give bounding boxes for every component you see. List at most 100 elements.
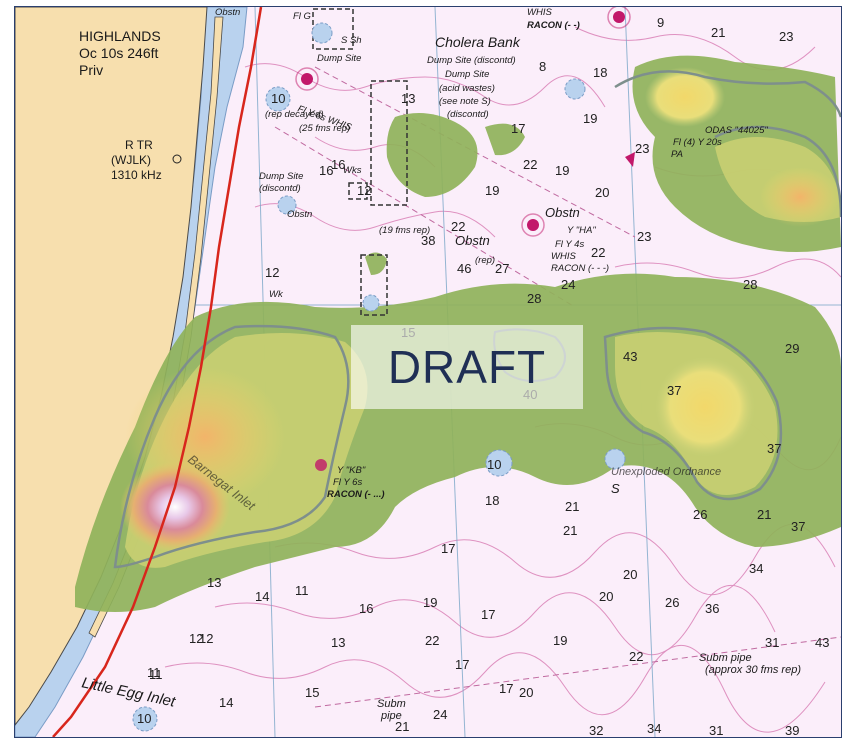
station-callsign-label: (WJLK) [111, 153, 151, 167]
fl-y-20s-label: Fl (4) Y 20s [673, 137, 722, 148]
nautical-chart-map[interactable]: HIGHLANDS Oc 10s 246ft Priv R TR (WJLK) … [15, 7, 841, 737]
sounding: 23 [635, 141, 649, 156]
sounding: 22 [629, 649, 643, 664]
sounding: 21 [757, 507, 771, 522]
sounding: 27 [495, 261, 509, 276]
sounding: 36 [705, 601, 719, 616]
whis-top-label: WHIS [527, 7, 552, 18]
draft-watermark: DRAFT [351, 325, 583, 409]
pa-label: PA [671, 149, 683, 160]
sounding: 37 [767, 441, 781, 456]
sounding: 21 [395, 719, 409, 734]
acid-wastes-label: (acid wastes) [439, 83, 495, 94]
priv-label: Priv [79, 62, 103, 78]
sounding: 19 [423, 595, 437, 610]
sounding: 11 [149, 667, 163, 682]
sounding: 10 [137, 711, 151, 726]
sounding: 22 [591, 245, 605, 260]
sounding: 10 [487, 457, 501, 472]
sounding: 37 [791, 519, 805, 534]
sounding: 17 [511, 121, 525, 136]
sounding: 23 [779, 29, 793, 44]
sounding: 26 [665, 595, 679, 610]
sounding: 15 [305, 685, 319, 700]
heatmap-contour-northeast [614, 70, 841, 218]
fms-rep-2-label: (19 fms rep) [379, 225, 430, 236]
fly6s-label: Fl Y 6s [333, 477, 362, 488]
s-label: S [611, 481, 620, 496]
sounding: 46 [457, 261, 471, 276]
sounding: 12 [199, 631, 213, 646]
racon-3-label: RACON (- ...) [327, 489, 385, 500]
sounding: 20 [623, 567, 637, 582]
sounding: 13 [401, 91, 415, 106]
sounding: 13 [331, 635, 345, 650]
sounding: 43 [623, 349, 637, 364]
sounding: 10 [271, 91, 285, 106]
sounding: 23 [637, 229, 651, 244]
wks-label: Wks [343, 165, 362, 176]
sounding: 12 [189, 631, 203, 646]
cholera-bank-label: Cholera Bank [435, 34, 521, 50]
little-egg-inlet-label: Little Egg Inlet [80, 674, 177, 711]
frequency-label: 1310 kHz [111, 168, 162, 182]
sounding: 18 [593, 65, 607, 80]
fl-g-label: Fl G [293, 11, 311, 22]
sounding: 11 [295, 583, 309, 598]
whis-2-label: WHIS [551, 251, 576, 262]
sounding: 34 [749, 561, 763, 576]
sounding: 24 [561, 277, 575, 292]
sounding: 21 [563, 523, 577, 538]
chart-notes: WHIS RACON (- -) S Sh Dump Site Dump Sit… [215, 7, 768, 500]
sounding: 38 [421, 233, 435, 248]
sounding: 31 [709, 723, 723, 737]
subm-short-label: Subm [377, 698, 406, 710]
sounding: 20 [599, 589, 613, 604]
light-characteristics-label: Oc 10s 246ft [79, 45, 158, 61]
dump-site-label: Dump Site [317, 53, 361, 64]
fly4s-label: Fl Y 4s [555, 239, 584, 250]
sounding: 24 [433, 707, 447, 722]
sounding: 21 [565, 499, 579, 514]
obstn-rep-label: Obstn [455, 233, 490, 248]
sounding: 14 [255, 589, 269, 604]
land-labels: HIGHLANDS Oc 10s 246ft Priv R TR (WJLK) … [79, 28, 182, 182]
obstn-east-label: Obstn [545, 205, 580, 220]
sounding: 19 [583, 111, 597, 126]
radio-tower-icon [172, 154, 182, 164]
radio-tower-label: R TR [125, 138, 153, 152]
sounding: 9 [657, 15, 664, 30]
sounding: 17 [455, 657, 469, 672]
heatmap-contour-west [113, 324, 350, 569]
rep-decayed-label: (rep decayed) [265, 109, 324, 120]
sounding: 34 [647, 721, 661, 736]
sounding: 22 [425, 633, 439, 648]
odas-label: ODAS "44025" [705, 125, 768, 136]
sounding: 17 [499, 681, 513, 696]
highlands-label: HIGHLANDS [79, 28, 161, 44]
sounding: 31 [765, 635, 779, 650]
sounding: 12 [265, 265, 279, 280]
sounding: 26 [693, 507, 707, 522]
dump-site-boxes [312, 8, 408, 316]
fms-rep-label: (25 fms rep) [299, 123, 350, 134]
sounding: 8 [539, 59, 546, 74]
route-line [52, 7, 263, 737]
dump-site-disc-label: Dump Site (discontd) [427, 55, 516, 66]
sounding: 21 [711, 25, 725, 40]
heatmap-contour-east [603, 326, 783, 501]
depth-soundings: 9 21 23 8 18 13 17 19 22 19 23 19 20 22 … [137, 15, 829, 737]
unexploded-ordnance-label: Unexploded Ordnance [611, 466, 721, 478]
sounding: 19 [485, 183, 499, 198]
discontd-2-label: (discontd) [259, 183, 301, 194]
see-note-label: (see note S) [439, 96, 491, 107]
obstn-top-label: Obstn [215, 7, 240, 18]
dump-site-acid-label: Dump Site [445, 69, 489, 80]
sounding: 29 [785, 341, 799, 356]
sounding: 43 [815, 635, 829, 650]
rep-label: (rep) [475, 255, 495, 266]
sounding: 20 [519, 685, 533, 700]
sounding: 16 [319, 163, 333, 178]
racon-top-label: RACON (- -) [527, 20, 580, 31]
sounding: 37 [667, 383, 681, 398]
